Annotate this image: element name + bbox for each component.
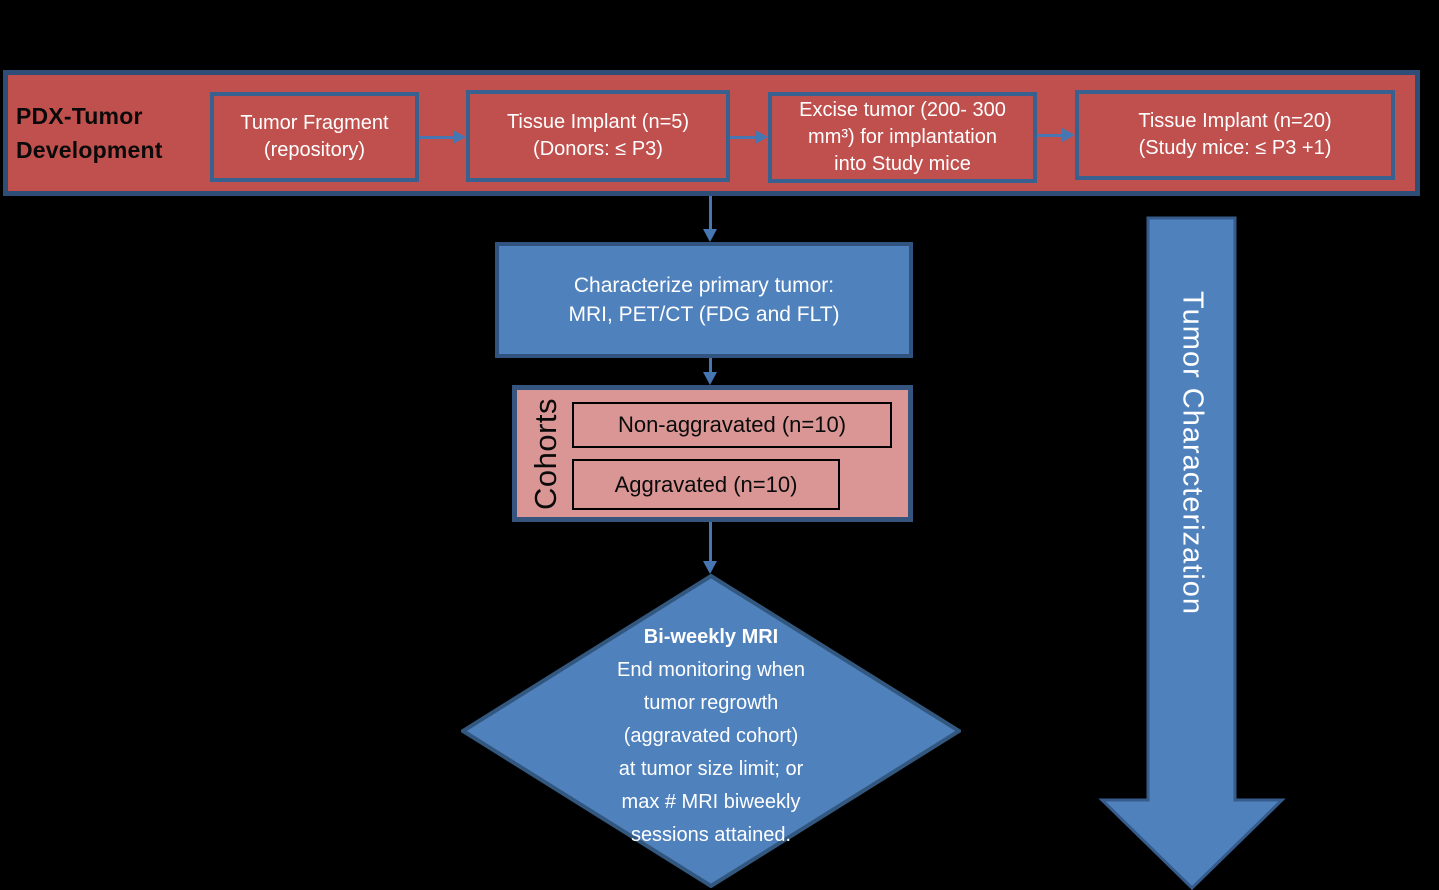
tumor-characterization-arrow: Tumor Characterization [1095, 214, 1290, 890]
diamond-shape [461, 574, 961, 888]
text-line: Characterize primary tumor: [573, 274, 835, 297]
banner-step-tumor-fragment: Tumor Fragment (repository) [210, 92, 419, 182]
big-down-arrow-icon [1098, 216, 1286, 890]
diamond-text: Bi-weekly MRI End monitoring when tumor … [461, 574, 961, 888]
text-line: sessions attained. [630, 823, 792, 846]
banner-title-line: Development [16, 137, 163, 163]
biweekly-mri-decision-diamond: Bi-weekly MRI End monitoring when tumor … [461, 574, 961, 888]
text-line: Tissue Implant (n=5) [506, 111, 690, 133]
down-arrow-icon [703, 358, 717, 385]
down-arrow-icon [703, 522, 717, 574]
banner-step-excise-tumor: Excise tumor (200- 300 mm³) for implanta… [768, 92, 1037, 183]
text-line: tumor regrowth [643, 691, 779, 714]
right-arrow-icon [1037, 128, 1075, 142]
text-line: mm³) for implantation [808, 126, 997, 148]
text-line: Non-aggravated (n=10) [617, 412, 847, 437]
text-line: Tumor Fragment [240, 112, 389, 134]
cohort-aggravated: Aggravated (n=10) [572, 459, 840, 510]
text-line: Excise tumor (200- 300 [799, 99, 1006, 121]
text-line: at tumor size limit; or [618, 757, 804, 780]
text-line: (Donors: ≤ P3) [533, 138, 663, 160]
text-line: (aggravated cohort) [623, 724, 799, 747]
down-arrow-icon [703, 196, 717, 242]
text-line: (Study mice: ≤ P3 +1) [1138, 137, 1332, 159]
banner-step-tissue-implant-donors: Tissue Implant (n=5) (Donors: ≤ P3) [466, 90, 730, 182]
characterize-primary-tumor-box: Characterize primary tumor: MRI, PET/CT … [495, 242, 913, 358]
diamond-title: Bi-weekly MRI [643, 625, 779, 648]
text-line: into Study mice [834, 153, 971, 175]
text-line: Tissue Implant (n=20) [1138, 110, 1332, 132]
banner-title-line: PDX-Tumor [16, 103, 143, 129]
cohort-non-aggravated: Non-aggravated (n=10) [572, 402, 892, 448]
tumor-characterization-label: Tumor Characterization [1176, 291, 1209, 615]
cohorts-box: Cohorts Non-aggravated (n=10) Aggravated… [512, 385, 913, 522]
text-line: MRI, PET/CT (FDG and FLT) [568, 303, 840, 326]
banner-step-tissue-implant-study: Tissue Implant (n=20) (Study mice: ≤ P3 … [1075, 90, 1395, 180]
text-line: max # MRI biweekly [621, 790, 801, 813]
text-line: (repository) [263, 139, 366, 161]
text-line: End monitoring when [617, 658, 805, 681]
banner-title: PDX-Tumor Development [16, 70, 163, 196]
right-arrow-icon [419, 130, 466, 144]
right-arrow-icon [730, 130, 768, 144]
text-line: Aggravated (n=10) [614, 471, 798, 497]
cohorts-label: Cohorts [528, 397, 564, 510]
